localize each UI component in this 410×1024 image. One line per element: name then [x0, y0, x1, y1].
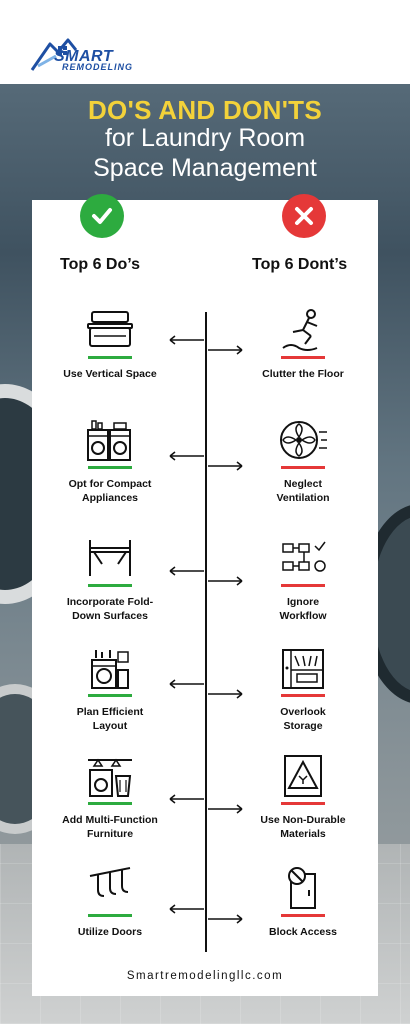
do-item-1: Use Vertical Space	[45, 308, 175, 381]
slipping-person-icon	[282, 309, 318, 351]
smart-remodeling-logo	[30, 38, 78, 71]
multi-function-furniture-icon	[88, 758, 132, 797]
stacked-washer-dryer-icon	[87, 420, 131, 461]
left-arrow-icon	[169, 794, 204, 804]
do-underline	[88, 802, 132, 805]
blocked-door-icon	[288, 867, 316, 909]
dos-heading: Top 6 Do’s	[60, 256, 140, 273]
do-label: Opt for Compact	[68, 478, 152, 490]
dont-label-2: Workflow	[279, 610, 327, 622]
timeline-spine	[205, 312, 207, 952]
dont-item-6: Block Access	[238, 866, 368, 939]
left-arrow-icon	[169, 335, 204, 345]
do-item-2: Opt for Compact Appliances	[45, 418, 175, 505]
dont-label: Block Access	[269, 926, 337, 938]
title-line-2: for Laundry Room	[104, 124, 306, 152]
do-item-4: Plan Efficient Layout	[45, 646, 175, 733]
do-underline	[88, 466, 132, 469]
right-arrow-icon	[208, 914, 243, 924]
do-underline	[88, 694, 132, 697]
do-label-2: Appliances	[81, 492, 139, 504]
warning-glass-icon	[284, 755, 322, 797]
brand-subname: REMODELING	[62, 62, 134, 72]
dont-item-3: Ignore Workflow	[238, 536, 368, 623]
storage-cabinet-icon	[282, 649, 324, 689]
dont-underline	[281, 356, 325, 359]
dont-label: Ignore	[286, 596, 320, 608]
title-line-1: DO'S AND DON'TS	[87, 95, 323, 125]
do-label: Utilize Doors	[77, 926, 143, 938]
left-arrow-icon	[169, 679, 204, 689]
stacked-containers-icon	[87, 311, 133, 347]
dont-item-4: Overlook Storage	[238, 646, 368, 733]
dont-label: Clutter the Floor	[262, 368, 344, 380]
do-label: Use Vertical Space	[63, 368, 157, 380]
title-line-3: Space Management	[93, 154, 317, 182]
fold-down-table-icon	[89, 540, 131, 576]
do-label-2: Layout	[92, 720, 128, 732]
dont-underline	[281, 466, 325, 469]
right-arrow-icon	[208, 345, 243, 355]
dont-label: Use Non-Durable	[260, 814, 346, 826]
right-arrow-icon	[208, 689, 243, 699]
do-item-5: Add Multi-Function Furniture	[45, 754, 175, 841]
do-underline	[88, 914, 132, 917]
do-label-2: Furniture	[86, 828, 134, 840]
do-item-3: Incorporate Fold- Down Surfaces	[45, 536, 175, 623]
laundry-layout-icon	[91, 650, 129, 689]
ventilation-fan-icon	[280, 421, 327, 459]
do-underline	[88, 584, 132, 587]
dont-label-2: Materials	[280, 828, 326, 840]
brand-name: SMART	[54, 48, 114, 65]
do-item-6: Utilize Doors	[45, 866, 175, 939]
dont-label: Neglect	[284, 478, 322, 490]
dont-item-2: Neglect Ventilation	[238, 418, 368, 505]
do-label: Plan Efficient	[76, 706, 144, 718]
do-label: Add Multi-Function	[62, 814, 158, 826]
right-arrow-icon	[208, 461, 243, 471]
right-arrow-icon	[208, 576, 243, 586]
dont-label-2: Ventilation	[276, 492, 330, 504]
dont-label-2: Storage	[283, 720, 323, 732]
right-arrow-icon	[208, 804, 243, 814]
left-arrow-icon	[169, 566, 204, 576]
dont-underline	[281, 802, 325, 805]
left-arrow-icon	[169, 904, 204, 914]
check-icon	[80, 194, 124, 238]
do-label-2: Down Surfaces	[72, 610, 148, 622]
donts-heading: Top 6 Dont’s	[252, 256, 348, 273]
do-underline	[88, 356, 132, 359]
dont-underline	[281, 694, 325, 697]
door-hooks-icon	[89, 867, 131, 897]
footer-website: Smartremodelingllc.com	[126, 970, 284, 982]
dont-underline	[281, 584, 325, 587]
dont-item-1: Clutter the Floor	[238, 308, 368, 381]
workflow-icon	[282, 541, 326, 572]
cross-icon	[282, 194, 326, 238]
dont-underline	[281, 914, 325, 917]
do-label: Incorporate Fold-	[66, 596, 154, 608]
dont-label: Overlook	[280, 706, 326, 718]
dont-item-5: Use Non-Durable Materials	[238, 754, 368, 841]
left-arrow-icon	[169, 451, 204, 461]
